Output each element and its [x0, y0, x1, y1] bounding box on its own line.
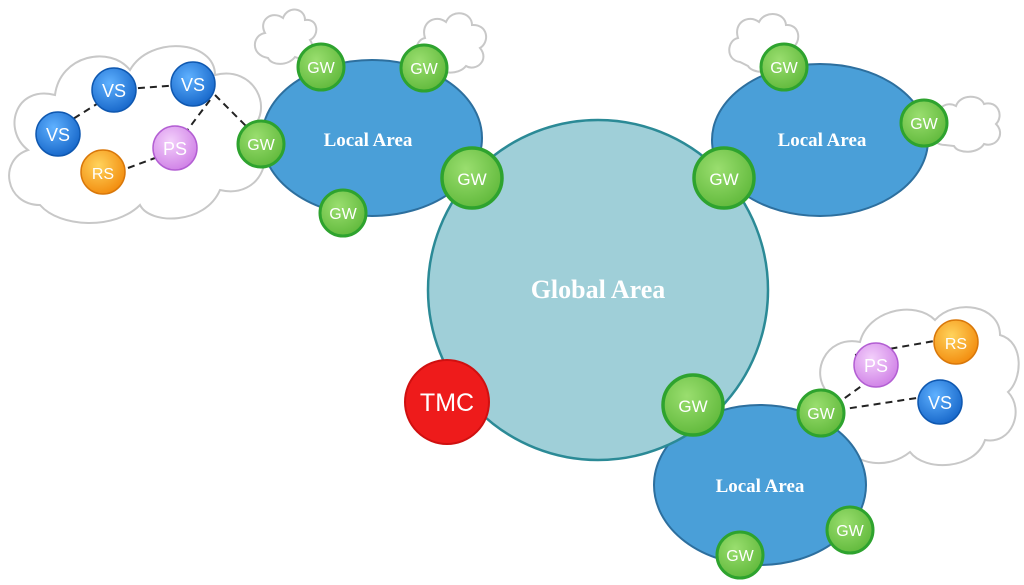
node-vs-2-label: VS	[181, 75, 205, 95]
gateway-4: GW	[440, 146, 504, 210]
gateway-10: GW	[796, 388, 846, 438]
gateway-8: GW	[692, 146, 756, 210]
node-ps-1: PS	[152, 125, 198, 171]
node-ps-2: PS	[853, 342, 899, 388]
node-vs-3-label: VS	[46, 125, 70, 145]
gateway-1-label: GW	[307, 60, 335, 77]
node-vs-2: VS	[170, 61, 216, 107]
gateway-1: GW	[296, 42, 346, 92]
gateway-9-label: GW	[678, 397, 707, 416]
tmc-label: TMC	[420, 389, 474, 417]
node-rs-1: RS	[80, 149, 126, 195]
node-rs-2: RS	[933, 319, 979, 365]
gateway-3-label: GW	[247, 137, 275, 154]
gateway-12: GW	[715, 530, 765, 580]
tmc-node: TMC	[404, 359, 490, 445]
node-ps-2-label: PS	[864, 356, 888, 376]
gateway-2: GW	[399, 43, 449, 93]
gateway-11: GW	[825, 505, 875, 555]
gateway-11-label: GW	[836, 523, 864, 540]
node-vs-3: VS	[35, 111, 81, 157]
gateway-2-label: GW	[410, 61, 438, 78]
local-area-top-left-label: Local Area	[324, 130, 413, 151]
gateway-6: GW	[759, 42, 809, 92]
gateway-10-label: GW	[807, 406, 835, 423]
node-vs-1: VS	[91, 67, 137, 113]
gateway-5-label: GW	[329, 206, 357, 223]
node-vs-4: VS	[917, 379, 963, 425]
gateway-6-label: GW	[770, 60, 798, 77]
gateway-3: GW	[236, 119, 286, 169]
gateway-5: GW	[318, 188, 368, 238]
local-area-bottom-right-label: Local Area	[716, 476, 805, 497]
global-area-label: Global Area	[531, 275, 666, 304]
cloud-small-1	[253, 8, 318, 65]
gateway-9: GW	[661, 373, 725, 437]
gateway-7-label: GW	[910, 116, 938, 133]
node-rs-1-label: RS	[92, 166, 114, 183]
node-ps-1-label: PS	[163, 139, 187, 159]
local-area-top-right-label: Local Area	[778, 130, 867, 151]
gateway-12-label: GW	[726, 548, 754, 565]
gateway-8-label: GW	[709, 170, 738, 189]
node-vs-1-label: VS	[102, 81, 126, 101]
node-rs-2-label: RS	[945, 336, 967, 353]
node-vs-4-label: VS	[928, 393, 952, 413]
gateway-7: GW	[899, 98, 949, 148]
gateway-4-label: GW	[457, 170, 486, 189]
